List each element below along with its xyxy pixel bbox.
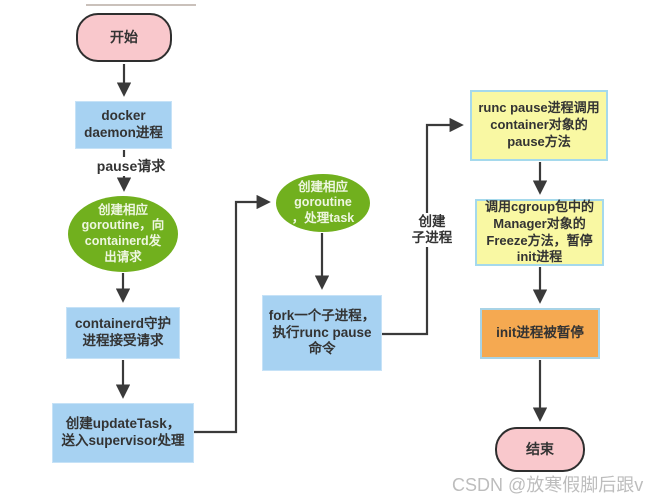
fork-runc-label: fork一个子进程， 执行runc pause 命令 [268, 307, 376, 357]
cgroup-freeze-label: 调用cgroup包中的 Manager对象的 Freeze方法，暂停 init进… [484, 198, 595, 265]
update-task-label: 创建updateTask， 送入supervisor处理 [61, 416, 185, 448]
runc-pause-call-node: runc pause进程调用 container对象的 pause方法 [470, 90, 608, 161]
containerd-daemon-node: containerd守护 进程接受请求 [66, 307, 180, 359]
runc-pause-call-label: runc pause进程调用 container对象的 pause方法 [478, 100, 600, 149]
end-node: 结束 [495, 427, 585, 472]
fork-runc-node: fork一个子进程， 执行runc pause 命令 [262, 295, 382, 371]
update-task-node: 创建updateTask， 送入supervisor处理 [52, 403, 194, 463]
top-artifact-line [86, 4, 196, 6]
create-child-edge-label: 创建 子进程 [408, 213, 456, 248]
start-node: 开始 [76, 13, 172, 62]
init-paused-label: init进程被暂停 [496, 325, 584, 341]
start-node-label: 开始 [110, 28, 138, 45]
docker-daemon-label: docker daemon进程 [84, 108, 163, 140]
goroutine-task-label: 创建相应 goroutine ，处理task [291, 179, 355, 225]
goroutine-containerd-label: 创建相应 goroutine，向 containerd发 出请求 [81, 202, 165, 264]
end-node-label: 结束 [526, 440, 554, 457]
goroutine-task-node: 创建相应 goroutine ，处理task [276, 174, 370, 232]
docker-daemon-node: docker daemon进程 [75, 101, 172, 149]
edge-updatetask-to-goroutine2 [194, 194, 271, 434]
goroutine-containerd-node: 创建相应 goroutine，向 containerd发 出请求 [68, 196, 178, 272]
containerd-daemon-label: containerd守护 进程接受请求 [74, 316, 171, 348]
csdn-watermark: CSDN @放寒假脚后跟v [452, 475, 644, 495]
cgroup-freeze-node: 调用cgroup包中的 Manager对象的 Freeze方法，暂停 init进… [475, 199, 604, 266]
pause-request-edge-label: pause请求 [89, 157, 173, 176]
init-paused-node: init进程被暂停 [480, 308, 600, 359]
